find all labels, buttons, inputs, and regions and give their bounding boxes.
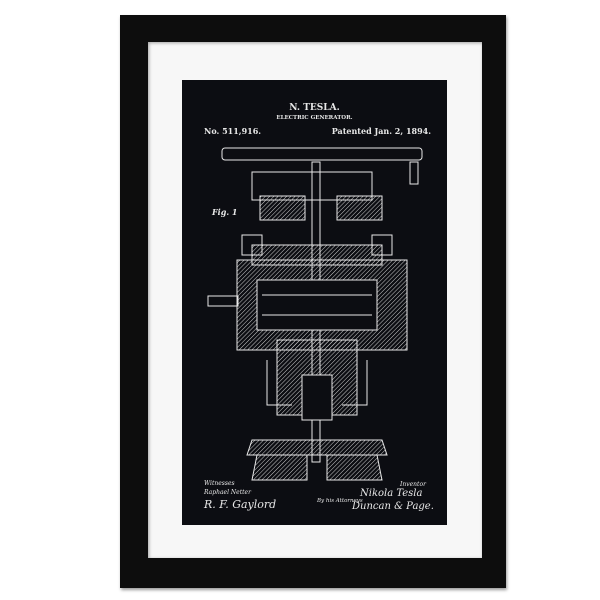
patent-print: N. TESLA. ELECTRIC GENERATOR. No. 511,91…: [182, 80, 447, 525]
witness-2-signature: R. F. Gaylord: [204, 498, 277, 511]
patent-inventor-name: N. TESLA.: [289, 103, 340, 113]
witnesses-label: Witnesses: [204, 480, 235, 487]
attorneys-signature: Duncan & Page.: [352, 501, 434, 512]
witness-1-signature: Raphael Netter: [204, 489, 251, 496]
patent-title: ELECTRIC GENERATOR.: [276, 115, 353, 121]
patent-date: Patented Jan. 2, 1894.: [331, 126, 431, 136]
patent-number: No. 511,916.: [204, 126, 262, 136]
attorneys-label: By his Attorneys: [317, 498, 363, 504]
generator-drawing: [207, 147, 423, 481]
inventor-label: Inventor: [400, 481, 426, 488]
figure-label: Fig. 1: [212, 207, 238, 217]
inventor-signature: Nikola Tesla: [360, 488, 423, 499]
